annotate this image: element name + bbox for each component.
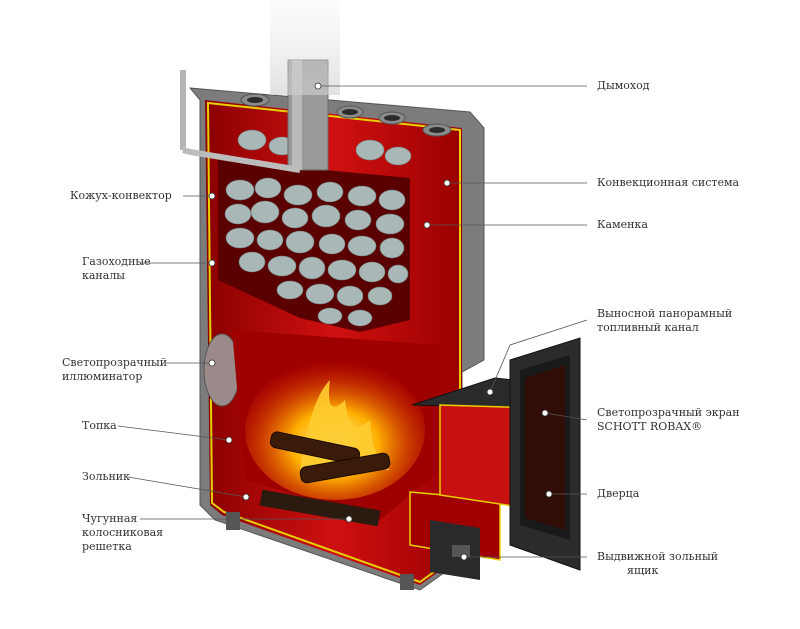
dot-glass-screen [541, 409, 549, 417]
label-ash-drawer-line2: ящик [627, 564, 659, 577]
dot-door [545, 490, 553, 498]
label-glass-screen: Светопрозрачный экран SCHOTT ROBAX® [597, 406, 740, 434]
label-grate-line1: Чугунная [82, 512, 138, 525]
label-grate-line3: решетка [82, 540, 132, 553]
dot-ashpit [242, 493, 250, 501]
label-ash-drawer-line1: Выдвижной зольный [597, 550, 719, 563]
label-illuminator-line2: иллюминатор [62, 370, 143, 383]
label-fuel-channel-line1: Выносной панорамный [597, 307, 733, 320]
water-pipe [180, 70, 186, 150]
label-door: Дверца [597, 487, 640, 500]
dot-chimney [314, 82, 322, 90]
label-firebox: Топка [82, 419, 117, 432]
label-ash-drawer: Выдвижной зольный ящик [597, 550, 718, 578]
label-gas-channels: Газоходные каналы [82, 255, 151, 283]
label-fuel-channel: Выносной панорамный топливный канал [597, 307, 732, 335]
label-chimney: Дымоход [597, 79, 650, 92]
label-illuminator: Светопрозрачный иллюминатор [62, 356, 167, 384]
dot-illuminator [208, 359, 216, 367]
label-casing-convector: Кожух-конвектор [70, 189, 172, 202]
dot-heater-stones [423, 221, 431, 229]
dot-gas-channels [208, 259, 216, 267]
label-glass-screen-line1: Светопрозрачный экран [597, 406, 740, 419]
steam [270, 0, 340, 95]
label-grate-line2: колосниковая [82, 526, 164, 539]
label-heater-stones: Каменка [597, 218, 648, 231]
dot-casing [208, 192, 216, 200]
cut-edge [206, 101, 461, 584]
label-illuminator-line1: Светопрозрачный [62, 356, 168, 369]
label-convection-system: Конвекционная система [597, 176, 740, 189]
label-grate: Чугунная колосниковая решетка [82, 512, 163, 554]
dot-convection [443, 179, 451, 187]
label-fuel-channel-line2: топливный канал [597, 321, 699, 334]
logs [269, 431, 391, 484]
heater-stones [224, 129, 412, 327]
dot-ash-drawer [460, 553, 468, 561]
label-gas-channels-line2: каналы [82, 269, 126, 282]
dot-fuel-channel [486, 388, 494, 396]
dot-firebox [225, 436, 233, 444]
dot-grate [345, 515, 353, 523]
label-gas-channels-line1: Газоходные [82, 255, 151, 268]
label-ashpit: Зольник [82, 470, 130, 483]
label-glass-screen-line2: SCHOTT ROBAX® [597, 420, 703, 433]
stove-feet [226, 512, 414, 590]
